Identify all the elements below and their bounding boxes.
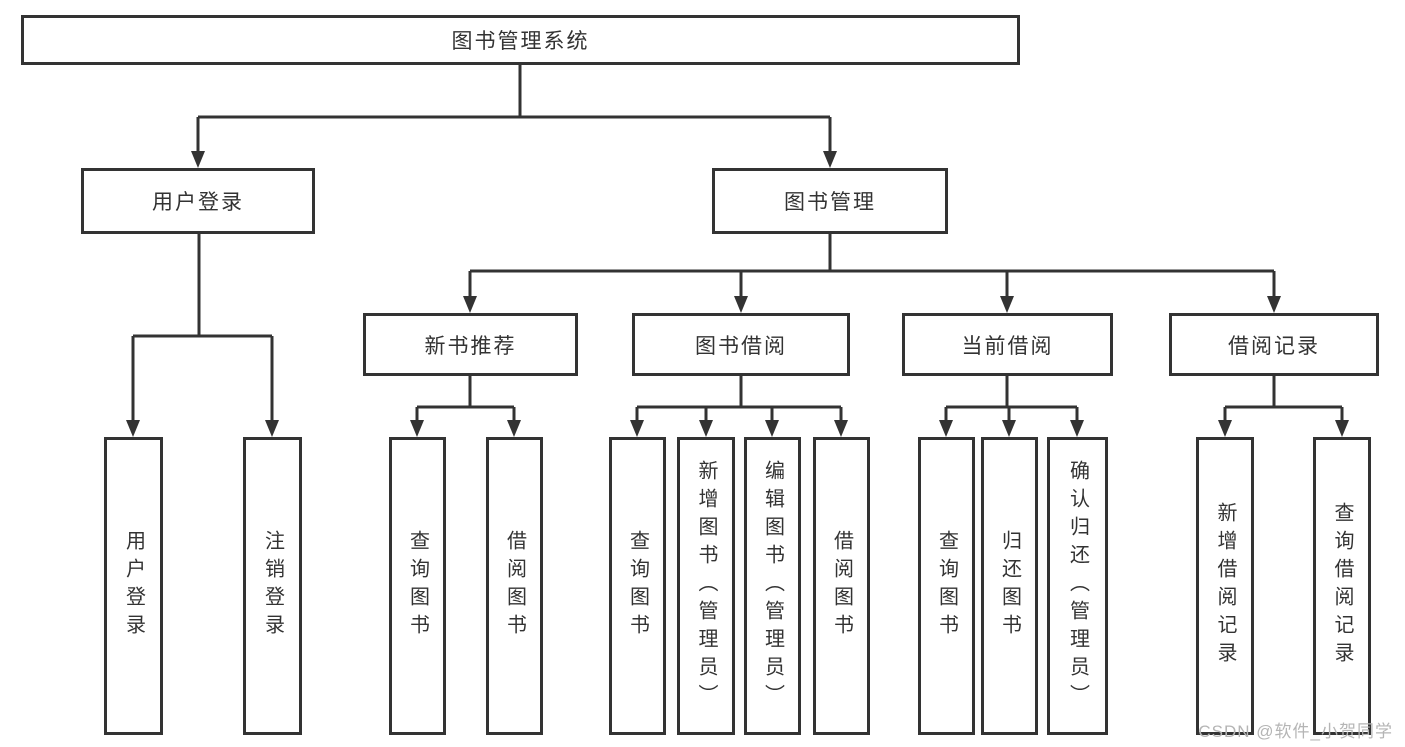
node-user-login: 用户登录 bbox=[81, 168, 315, 234]
node-label: 查询图书 bbox=[626, 530, 649, 642]
node-label: 查询图书 bbox=[935, 530, 958, 642]
node-new-book-recommendation: 新书推荐 bbox=[363, 313, 578, 376]
leaf-user-login: 用户登录 bbox=[104, 437, 163, 735]
node-library-management-system: 图书管理系统 bbox=[21, 15, 1020, 65]
leaf-edit-book-admin: 编辑图书（管理员） bbox=[744, 437, 801, 735]
node-label: 新增借阅记录 bbox=[1214, 502, 1236, 670]
node-label: 确认归还（管理员） bbox=[1066, 460, 1089, 712]
node-label: 借阅图书 bbox=[503, 530, 526, 642]
node-label: 图书管理 bbox=[784, 191, 876, 214]
leaf-borrow-books-recommend: 借阅图书 bbox=[486, 437, 543, 735]
csdn-watermark: CSDN @软件_小贺同学 bbox=[1198, 722, 1393, 741]
node-current-borrowing: 当前借阅 bbox=[902, 313, 1113, 376]
node-label: 编辑图书（管理员） bbox=[761, 460, 784, 712]
node-label: 新增图书（管理员） bbox=[695, 460, 717, 712]
leaf-return-book: 归还图书 bbox=[981, 437, 1038, 735]
node-label: 借阅图书 bbox=[830, 530, 853, 642]
node-label: 归还图书 bbox=[998, 530, 1021, 642]
node-label: 查询借阅记录 bbox=[1331, 502, 1353, 670]
node-label: 用户登录 bbox=[152, 191, 244, 214]
leaf-query-books-borrowing: 查询图书 bbox=[609, 437, 666, 735]
leaf-logout: 注销登录 bbox=[243, 437, 302, 735]
node-book-borrowing: 图书借阅 bbox=[632, 313, 850, 376]
leaf-query-borrow-record: 查询借阅记录 bbox=[1313, 437, 1371, 735]
node-label: 图书借阅 bbox=[695, 334, 787, 358]
leaf-add-borrow-record: 新增借阅记录 bbox=[1196, 437, 1254, 735]
node-borrowing-records: 借阅记录 bbox=[1169, 313, 1379, 376]
leaf-query-books-current: 查询图书 bbox=[918, 437, 975, 735]
node-label: 注销登录 bbox=[261, 530, 284, 642]
leaf-borrow-books-borrowing: 借阅图书 bbox=[813, 437, 870, 735]
node-book-management: 图书管理 bbox=[712, 168, 948, 234]
node-label: 借阅记录 bbox=[1228, 334, 1320, 358]
node-label: 查询图书 bbox=[406, 530, 429, 642]
leaf-query-books-recommend: 查询图书 bbox=[389, 437, 446, 735]
node-label: 新书推荐 bbox=[424, 334, 517, 358]
node-label: 图书管理系统 bbox=[451, 30, 590, 53]
node-label: 当前借阅 bbox=[961, 334, 1054, 358]
node-label: 用户登录 bbox=[122, 530, 145, 642]
leaf-confirm-return-admin: 确认归还（管理员） bbox=[1047, 437, 1108, 735]
leaf-add-book-admin: 新增图书（管理员） bbox=[677, 437, 735, 735]
